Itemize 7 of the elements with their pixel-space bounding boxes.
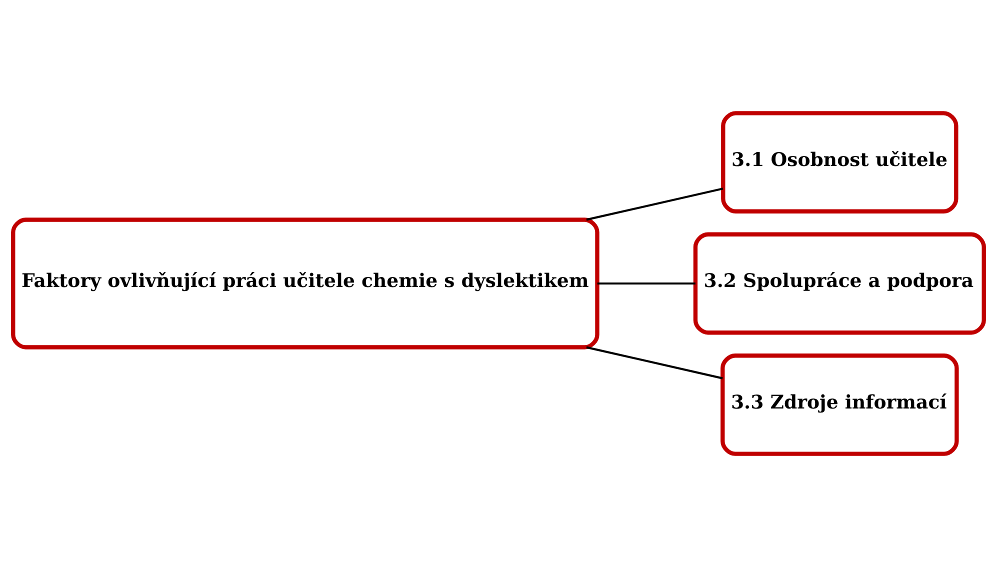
node-box: 3.3 Zdroje informací [720, 354, 959, 456]
connector [586, 346, 723, 380]
node-box: Faktory ovlivňující práci učitele chemie s dyslektikem [11, 218, 600, 350]
node-box: 3.2 Spolupráce a podpora [693, 232, 986, 335]
node-box: 3.1 Osobnost učitele [721, 111, 958, 214]
connector [597, 282, 696, 285]
connector [586, 188, 724, 221]
